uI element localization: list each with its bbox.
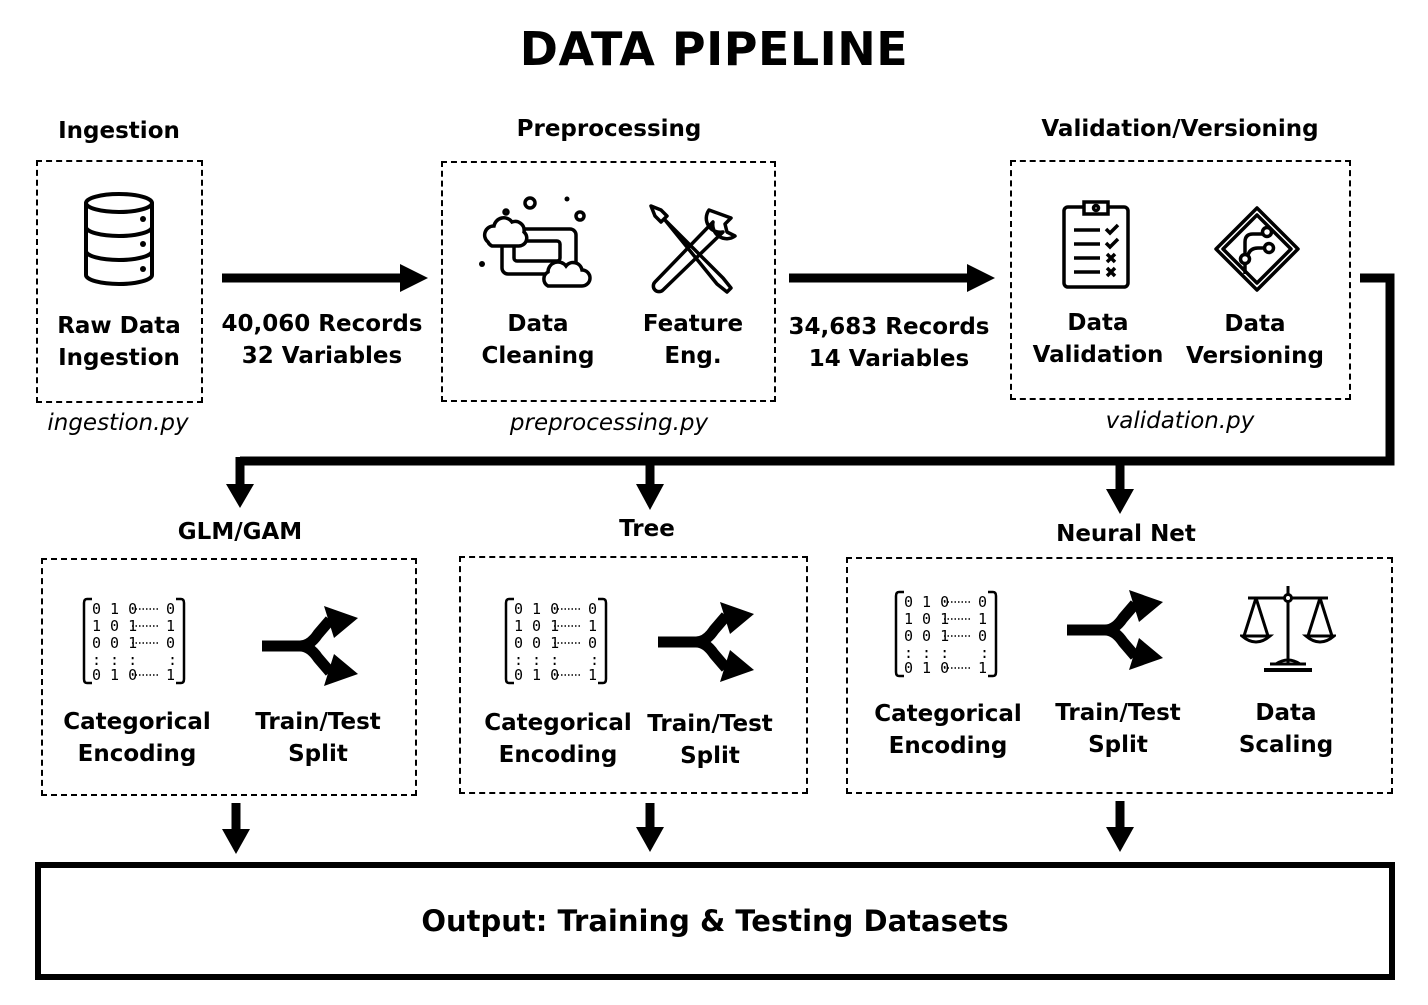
svg-text:1: 1 (166, 617, 175, 635)
validation-title: Validation/Versioning (1041, 116, 1319, 142)
svg-text:0 1 0: 0 1 0 (92, 600, 137, 618)
diagram-title: DATA PIPELINE (519, 22, 909, 76)
arrow-ingestion-to-preprocessing (222, 264, 428, 292)
svg-text:0: 0 (978, 593, 987, 611)
ingestion-script: ingestion.py (47, 410, 189, 436)
ingestion-box (36, 160, 203, 403)
svg-text:0: 0 (978, 627, 987, 645)
flow2-stats: 34,683 Records 14 Variables (788, 311, 989, 375)
wrench-screwdriver-icon (649, 204, 737, 294)
svg-text:0 1 0: 0 1 0 (514, 600, 559, 618)
split-arrows-icon (1067, 590, 1163, 670)
svg-text::: : (590, 651, 599, 669)
svg-text:0 0 1: 0 0 1 (514, 634, 559, 652)
preprocessing-box (441, 161, 776, 402)
arrow-preprocessing-to-validation (789, 264, 995, 292)
split-arrows-icon (262, 606, 358, 686)
git-branch-icon (1214, 206, 1300, 292)
neural-net-box (846, 557, 1393, 794)
glm-gam-title: GLM/GAM (177, 519, 303, 545)
output-box: Output: Training & Testing Datasets (35, 862, 1395, 980)
flow1-stats: 40,060 Records 32 Variables (221, 308, 422, 372)
svg-text:0 1 0: 0 1 0 (514, 666, 559, 684)
svg-text::: : (980, 644, 989, 662)
validation-script: validation.py (1105, 408, 1255, 434)
output-label: Output: Training & Testing Datasets (421, 904, 1009, 938)
svg-text:1: 1 (588, 666, 597, 684)
connector-validation-to-models (226, 273, 1395, 514)
database-icon (84, 192, 154, 286)
flow1-variables: 32 Variables (241, 343, 403, 369)
svg-text:1 0 1: 1 0 1 (92, 617, 137, 635)
flow2-variables: 14 Variables (808, 346, 970, 372)
arrow-nn-to-output (1106, 801, 1134, 852)
svg-text:0: 0 (588, 600, 597, 618)
svg-text:0 0 1: 0 0 1 (904, 627, 949, 645)
glm-gam-box (41, 558, 417, 796)
svg-text:0: 0 (166, 600, 175, 618)
svg-text:1 0 1: 1 0 1 (904, 610, 949, 628)
balance-scale-icon (1240, 586, 1336, 672)
split-arrows-icon (658, 602, 754, 682)
svg-text:: : :: : : : (514, 651, 559, 669)
svg-text:1: 1 (978, 610, 987, 628)
arrow-tree-to-output (636, 803, 664, 852)
svg-text:1: 1 (588, 617, 597, 635)
flow2-records: 34,683 Records (788, 314, 990, 340)
svg-text:0 0 1: 0 0 1 (92, 634, 137, 652)
ingestion-title: Ingestion (58, 118, 180, 144)
preprocessing-script: preprocessing.py (509, 410, 709, 436)
validation-box (1010, 160, 1351, 400)
soap-bubbles-icon (479, 196, 592, 288)
arrow-glm-to-output (222, 803, 250, 854)
svg-text:1 0 1: 1 0 1 (514, 617, 559, 635)
svg-text:1: 1 (978, 659, 987, 677)
svg-text:1: 1 (166, 666, 175, 684)
svg-text:0: 0 (588, 634, 597, 652)
flow1-records: 40,060 Records (221, 311, 423, 337)
svg-text::: : (168, 651, 177, 669)
svg-text:0 1 0: 0 1 0 (904, 659, 949, 677)
svg-text:: : :: : : : (92, 651, 137, 669)
svg-text:0 1 0: 0 1 0 (92, 666, 137, 684)
tree-title: Tree (619, 516, 675, 542)
svg-text:0: 0 (166, 634, 175, 652)
svg-text:: : :: : : : (904, 644, 949, 662)
clipboard-checklist-icon (1062, 200, 1130, 289)
svg-text:0 1 0: 0 1 0 (904, 593, 949, 611)
neural-net-title: Neural Net (1056, 521, 1196, 547)
tree-box (459, 556, 808, 794)
preprocessing-title: Preprocessing (516, 116, 702, 142)
